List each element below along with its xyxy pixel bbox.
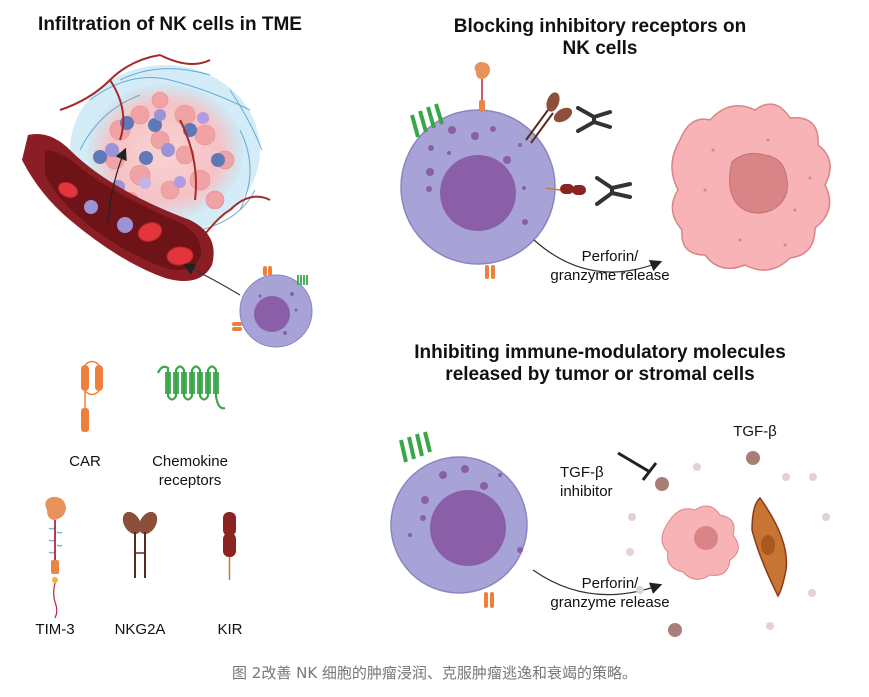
legend-label-nkg2a: NKG2A (114, 621, 166, 638)
legend-label-car: CAR (69, 453, 101, 470)
inhibition-bar-icon (617, 451, 658, 481)
label-line: receptors (158, 472, 222, 489)
perforin-release-label: Perforin/ granzyme release (520, 247, 700, 285)
title-line: Inhibiting immune-modulatory molecules (414, 342, 786, 363)
tgf-beta-inhibitor-label: TGF-β inhibitor (560, 463, 640, 501)
car-on-nk (484, 592, 494, 608)
chemokine-receptor-on-nk (410, 103, 444, 138)
kir-on-nk (545, 184, 586, 195)
circulating-nk-cell (117, 217, 133, 233)
title-line: released by tumor or stromal cells (445, 364, 755, 385)
red-blood-cells (57, 181, 194, 266)
legend-label-chemokine: Chemokine receptors (130, 452, 250, 490)
perforin-release-label: Perforin/ granzyme release (520, 574, 700, 612)
tumor-cell-target (671, 103, 831, 271)
blocking-antibody-icon (595, 176, 632, 206)
blocking-antibody-icon (576, 106, 612, 133)
label-line: granzyme release (550, 267, 670, 284)
label-line: inhibitor (560, 483, 613, 500)
circulating-nk-cell (84, 200, 98, 214)
tim3-on-nk (474, 62, 490, 112)
blood-vessel (22, 134, 214, 282)
car-icon (81, 360, 103, 432)
infusion-arrow (182, 263, 241, 296)
panel-title-infiltration: Infiltration of NK cells in TME (38, 14, 302, 35)
tgf-beta-label: TGF-β (733, 423, 777, 440)
panel-title-inhibiting: Inhibiting immune-modulatory molecules r… (360, 342, 840, 386)
tumor-cell-small (661, 505, 739, 580)
stromal-cell (751, 496, 788, 598)
tgf-beta-molecules (626, 451, 830, 637)
nk-cell-inhibiting (390, 431, 663, 608)
chemokine-receptor-on-nk (399, 431, 432, 463)
nk-cell-blocking (400, 62, 663, 279)
car-on-nk (485, 265, 495, 279)
title-line: NK cells (562, 38, 638, 59)
label-line: Chemokine (152, 453, 228, 470)
label-line: TGF-β (560, 464, 604, 481)
perforin-release-arrow (532, 569, 663, 596)
legend-label-kir: KIR (217, 621, 243, 638)
perforin-release-arrow (533, 239, 663, 273)
label-line: Perforin/ (581, 248, 639, 265)
chemokine-receptor-icon (156, 365, 226, 410)
infused-nk-cell (182, 263, 313, 348)
nkg2a-icon (122, 511, 158, 578)
panel-title-blocking: Blocking inhibitory receptors on NK cell… (400, 16, 800, 60)
nkg2a-on-nk (525, 92, 573, 144)
tim3-icon (45, 496, 66, 619)
label-line: granzyme release (550, 594, 670, 611)
title-line: Blocking inhibitory receptors on (453, 16, 747, 37)
label-line: Perforin/ (581, 575, 639, 592)
extravasation-arrow (107, 147, 127, 223)
figure-caption: 图 2改善 NK 细胞的肿瘤浸润、克服肿瘤逃逸和衰竭的策略。 (232, 664, 637, 682)
kir-icon (223, 512, 236, 580)
legend-label-tim3: TIM-3 (35, 621, 75, 638)
